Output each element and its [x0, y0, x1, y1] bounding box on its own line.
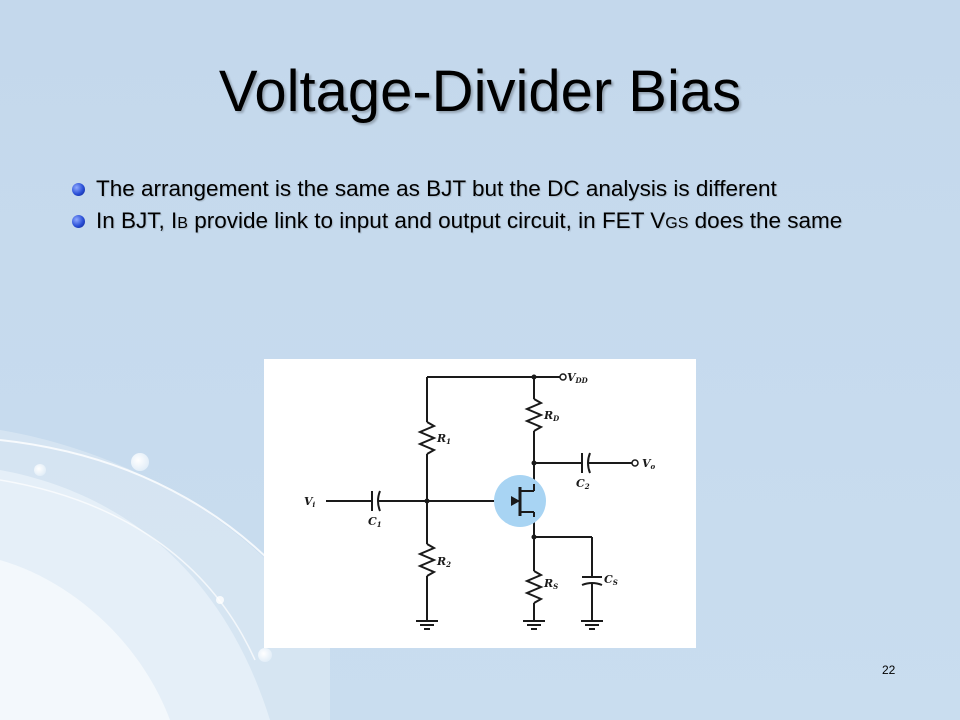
- circuit-diagram: VDD RD R1 Vo C2 Vi C1 R2 RS CS: [304, 371, 656, 630]
- circuit-figure: VDD RD R1 Vo C2 Vi C1 R2 RS CS: [264, 359, 696, 648]
- c2-label: C2: [576, 477, 590, 491]
- vo-terminal: [631, 459, 639, 467]
- bullet-dot-icon: [72, 215, 85, 228]
- slide-title: Voltage-Divider Bias: [218, 59, 742, 124]
- vdd-terminal: [559, 373, 567, 381]
- vdd-label: VDD: [567, 371, 589, 385]
- r2-label: R2: [436, 555, 451, 569]
- bullet-item: The arrangement is the same as BJT but t…: [70, 175, 920, 203]
- gate-arrow: [511, 496, 520, 506]
- bullet-list: The arrangement is the same as BJT but t…: [70, 175, 920, 242]
- r2-resistor: [417, 543, 437, 577]
- rs-label: RS: [543, 577, 558, 591]
- bullet-text: The arrangement is the same as BJT but t…: [96, 176, 777, 201]
- bullet-text-part: In BJT, I: [96, 208, 178, 233]
- subscript: GS: [665, 215, 689, 232]
- rs-resistor: [524, 570, 544, 604]
- subscript: B: [177, 215, 188, 232]
- bullet-dot-icon: [72, 183, 85, 196]
- rd-resistor: [524, 398, 544, 432]
- vo-label: Vo: [642, 457, 656, 471]
- bullet-text-part: does the same: [688, 208, 843, 233]
- r1-label: R1: [436, 432, 451, 446]
- r1-resistor: [417, 421, 437, 455]
- c1-label: C1: [368, 515, 382, 529]
- bullet-item: In BJT, IB provide link to input and out…: [70, 207, 920, 238]
- cs-label: CS: [604, 573, 618, 587]
- vi-label: Vi: [304, 495, 316, 509]
- rd-label: RD: [543, 409, 560, 423]
- page-number: 22: [882, 663, 896, 677]
- bullet-text-part: provide link to input and output circuit…: [187, 208, 666, 233]
